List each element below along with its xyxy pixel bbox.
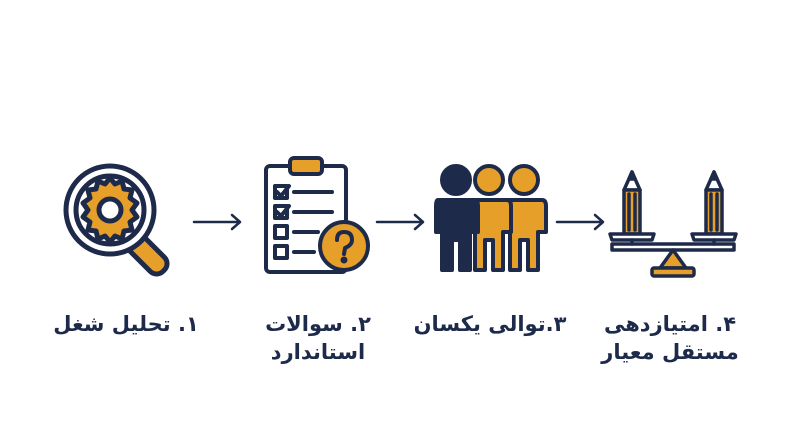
arrow-right-icon — [375, 213, 425, 231]
arrow-right-icon — [555, 213, 605, 231]
step-label-job-analysis: ۱. تحلیل شغل — [53, 312, 199, 336]
checklist-question-icon — [264, 156, 370, 274]
pencil-scale-icon — [608, 170, 738, 278]
step-label-standard-questions: ۲. سوالات استاندارد — [265, 312, 371, 364]
step-label-independent-scoring: ۴. امتیازدهی مستقل معیار — [601, 312, 739, 364]
step-label-same-sequence: ۳.توالی یکسان — [413, 312, 567, 336]
magnifier-gear-icon — [63, 163, 170, 277]
people-group-icon — [434, 164, 548, 272]
arrow-right-icon — [192, 213, 242, 231]
